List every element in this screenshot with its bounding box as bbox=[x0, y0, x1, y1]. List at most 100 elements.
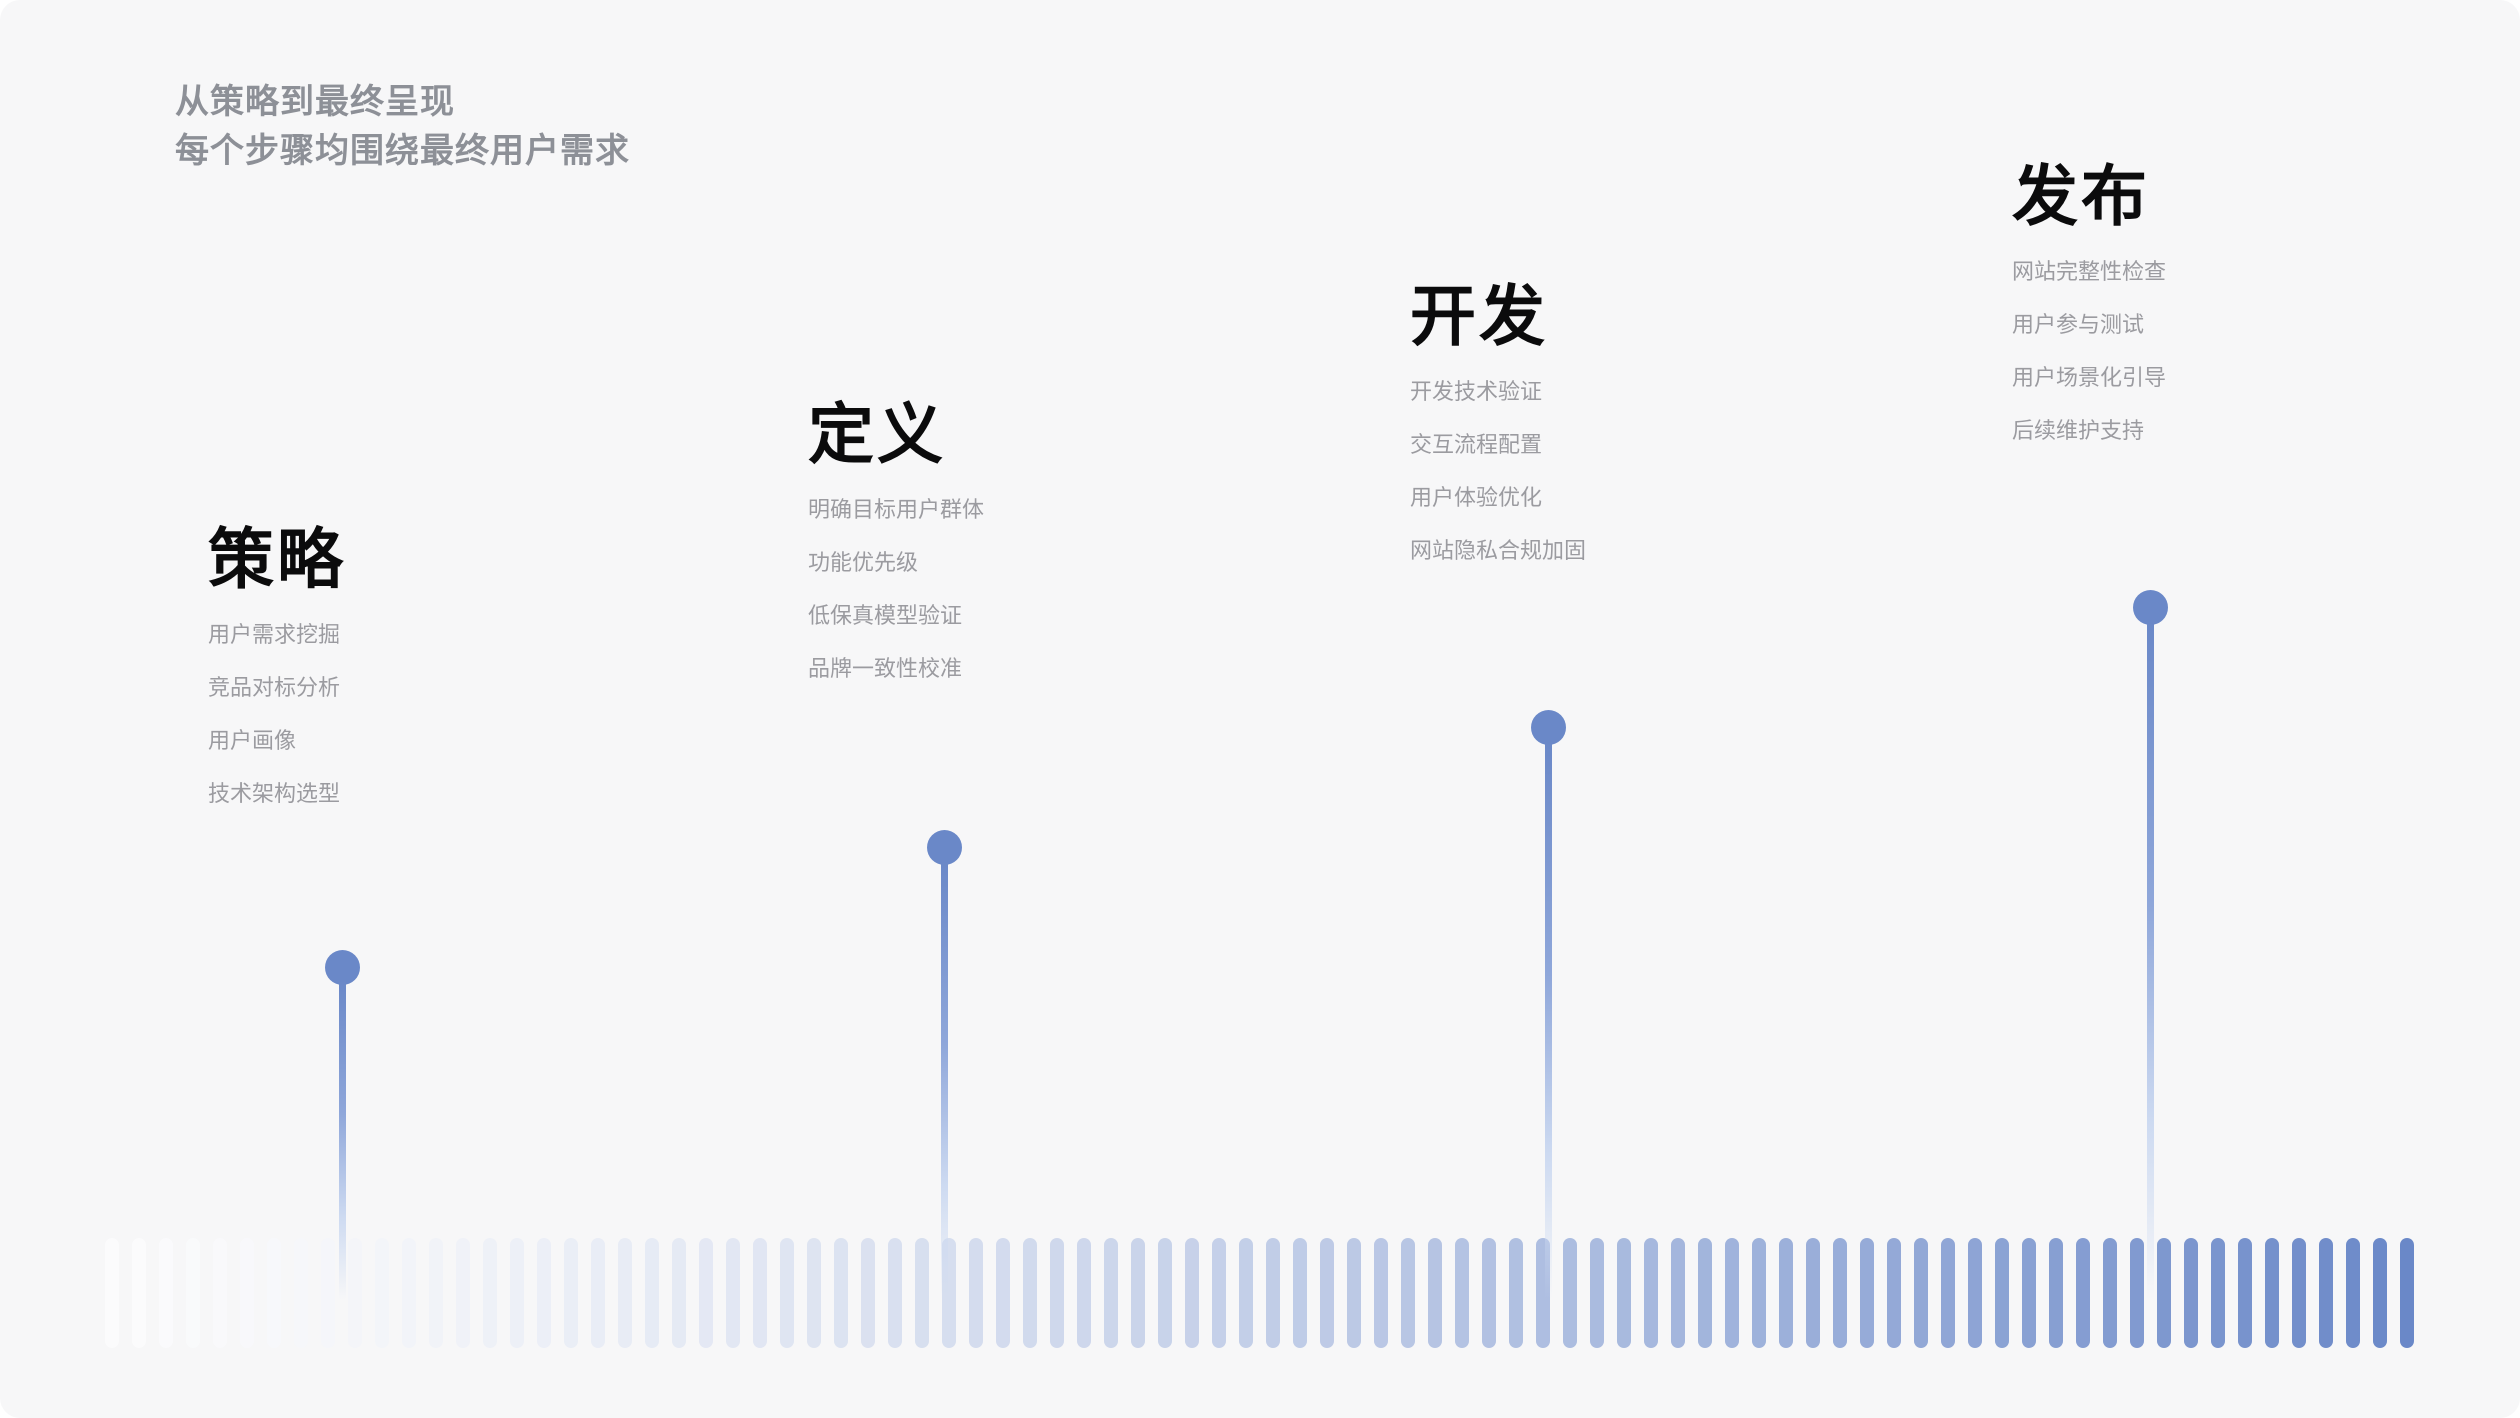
header-line-2: 每个步骤均围绕最终用户需求 bbox=[175, 132, 630, 171]
bar-strip-item bbox=[1212, 1238, 1226, 1348]
stage-title: 定义 bbox=[808, 397, 946, 471]
bar-strip-item bbox=[1050, 1238, 1064, 1348]
bar-strip-item bbox=[1185, 1238, 1199, 1348]
bar-strip-item bbox=[348, 1238, 362, 1348]
bar-strip-item bbox=[672, 1238, 686, 1348]
bar-strip-item bbox=[699, 1238, 713, 1348]
marker-stem bbox=[1545, 740, 1552, 1300]
bar-strip-item bbox=[1941, 1238, 1955, 1348]
bar-strip-item bbox=[2265, 1238, 2279, 1348]
marker-stem bbox=[339, 980, 346, 1300]
bar-strip-item bbox=[510, 1238, 524, 1348]
bar-strip-item bbox=[1482, 1238, 1496, 1348]
bar-strip-item bbox=[2184, 1238, 2198, 1348]
bar-strip-item bbox=[1752, 1238, 1766, 1348]
bar-strip-item bbox=[2373, 1238, 2387, 1348]
stage-item: 品牌一致性校准 bbox=[808, 656, 963, 682]
bar-strip-item bbox=[402, 1238, 416, 1348]
bar-strip-item bbox=[1779, 1238, 1793, 1348]
bar-strip-item bbox=[1158, 1238, 1172, 1348]
stage-item: 竞品对标分析 bbox=[208, 675, 341, 701]
stage-marker-1 bbox=[325, 950, 361, 1305]
bar-strip-item bbox=[294, 1238, 308, 1348]
bar-strip-item bbox=[1293, 1238, 1307, 1348]
bar-strip-item bbox=[375, 1238, 389, 1348]
bar-strip-item bbox=[1698, 1238, 1712, 1348]
stage-title: 发布 bbox=[2012, 159, 2150, 233]
stage-column-3: 开发开发技术验证交互流程配置用户体验优化网站隐私合规加固 bbox=[1410, 279, 1586, 593]
stage-item: 低保真模型验证 bbox=[808, 603, 963, 629]
bar-strip-item bbox=[645, 1238, 659, 1348]
bar-strip-item bbox=[1806, 1238, 1820, 1348]
page-header: 从策略到最终呈现 每个步骤均围绕最终用户需求 bbox=[175, 78, 630, 177]
bar-strip-item bbox=[2400, 1238, 2414, 1348]
stage-item: 网站隐私合规加固 bbox=[1410, 538, 1587, 564]
bar-strip-item bbox=[1725, 1238, 1739, 1348]
bar-strip-item bbox=[1887, 1238, 1901, 1348]
marker-dot-icon bbox=[325, 950, 360, 985]
bar-strip-item bbox=[2022, 1238, 2036, 1348]
bar-strip-item bbox=[105, 1238, 119, 1348]
stage-item: 交互流程配置 bbox=[1410, 432, 1543, 458]
stage-item: 明确目标用户群体 bbox=[808, 497, 985, 523]
bar-strip-item bbox=[483, 1238, 497, 1348]
bar-strip bbox=[105, 1238, 2427, 1348]
bar-strip-item bbox=[1131, 1238, 1145, 1348]
stage-item: 用户需求挖掘 bbox=[208, 622, 341, 648]
stage-item: 后续维护支持 bbox=[2012, 418, 2145, 444]
bar-strip-item bbox=[2292, 1238, 2306, 1348]
bar-strip-item bbox=[1023, 1238, 1037, 1348]
bar-strip-item bbox=[2103, 1238, 2117, 1348]
stage-item-list: 网站完整性检查用户参与测试用户场景化引导后续维护支持 bbox=[2012, 261, 2166, 442]
bar-strip-item bbox=[537, 1238, 551, 1348]
marker-stem bbox=[941, 860, 948, 1300]
bar-strip-item bbox=[429, 1238, 443, 1348]
stage-item: 用户场景化引导 bbox=[2012, 365, 2167, 391]
bar-strip-item bbox=[186, 1238, 200, 1348]
bar-strip-item bbox=[834, 1238, 848, 1348]
bar-strip-item bbox=[1320, 1238, 1334, 1348]
bar-strip-item bbox=[888, 1238, 902, 1348]
marker-dot-icon bbox=[2133, 590, 2168, 625]
stage-column-4: 发布网站完整性检查用户参与测试用户场景化引导后续维护支持 bbox=[2012, 159, 2166, 473]
stage-item-list: 用户需求挖掘竞品对标分析用户画像技术架构选型 bbox=[208, 624, 346, 805]
marker-dot-icon bbox=[927, 830, 962, 865]
stage-item-list: 开发技术验证交互流程配置用户体验优化网站隐私合规加固 bbox=[1410, 381, 1586, 562]
stage-item: 用户画像 bbox=[208, 728, 297, 754]
stage-column-1: 策略用户需求挖掘竞品对标分析用户画像技术架构选型 bbox=[208, 524, 346, 836]
bar-strip-item bbox=[591, 1238, 605, 1348]
bar-strip-item bbox=[2211, 1238, 2225, 1348]
bar-strip-item bbox=[213, 1238, 227, 1348]
stage-item: 功能优先级 bbox=[808, 550, 919, 576]
bar-strip-item bbox=[1104, 1238, 1118, 1348]
bar-strip-item bbox=[2130, 1238, 2144, 1348]
bar-strip-item bbox=[564, 1238, 578, 1348]
marker-dot-icon bbox=[1531, 710, 1566, 745]
stage-item: 用户体验优化 bbox=[1410, 485, 1543, 511]
header-line-1: 从策略到最终呈现 bbox=[175, 83, 455, 121]
bar-strip-item bbox=[969, 1238, 983, 1348]
bar-strip-item bbox=[1509, 1238, 1523, 1348]
bar-strip-item bbox=[1563, 1238, 1577, 1348]
bar-strip-item bbox=[2157, 1238, 2171, 1348]
bar-strip-item bbox=[1077, 1238, 1091, 1348]
stage-item: 开发技术验证 bbox=[1410, 379, 1543, 405]
bar-strip-item bbox=[1428, 1238, 1442, 1348]
bar-strip-item bbox=[1401, 1238, 1415, 1348]
bar-strip-item bbox=[2238, 1238, 2252, 1348]
bar-strip-item bbox=[915, 1238, 929, 1348]
stage-title: 开发 bbox=[1410, 279, 1548, 353]
bar-strip-item bbox=[1644, 1238, 1658, 1348]
bar-strip-item bbox=[267, 1238, 281, 1348]
bar-strip-item bbox=[1374, 1238, 1388, 1348]
stage-marker-4 bbox=[2133, 590, 2169, 1305]
bar-strip-item bbox=[240, 1238, 254, 1348]
bar-strip-item bbox=[996, 1238, 1010, 1348]
marker-stem bbox=[2147, 620, 2154, 1300]
bar-strip-item bbox=[132, 1238, 146, 1348]
bar-strip-item bbox=[1995, 1238, 2009, 1348]
bar-strip-item bbox=[1590, 1238, 1604, 1348]
bar-strip-item bbox=[456, 1238, 470, 1348]
stage-marker-2 bbox=[927, 830, 963, 1305]
bar-strip-item bbox=[780, 1238, 794, 1348]
